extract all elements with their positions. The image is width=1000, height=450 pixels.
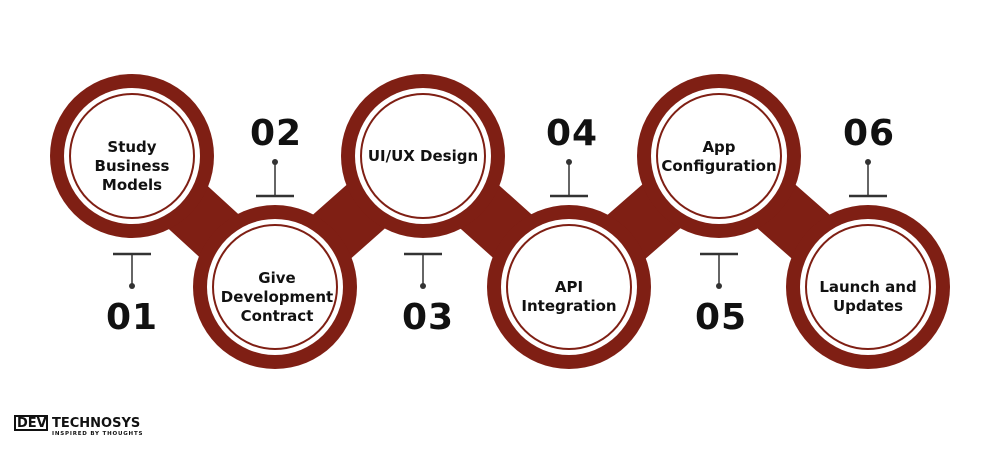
step-5-core [656,93,782,219]
devtechnosys-logo: DEV TECHNOSYS INSPIRED BY THOUGHTS [14,414,144,440]
logo-word: TECHNOSYS [52,416,141,431]
step-3-pin-dot [420,283,426,289]
step-2-core [212,224,338,350]
step-3-core [360,93,486,219]
step-4-core [506,224,632,350]
step-2-number: 02 [249,113,303,154]
step-3-number: 03 [401,297,455,338]
logo-box-icon [14,415,48,431]
step-3-label: UI/UX Design [367,147,479,165]
step-1-core [69,93,195,219]
step-6-number: 06 [842,113,896,154]
step-5-number: 05 [694,297,748,338]
step-4-number: 04 [545,113,599,154]
step-1-number: 01 [105,297,159,338]
step-1-pin-dot [129,283,135,289]
logo-tagline: INSPIRED BY THOUGHTS [52,431,144,437]
logo-mark: DEV [17,416,47,431]
step-6-core [805,224,931,350]
step-5-pin-dot [716,283,722,289]
